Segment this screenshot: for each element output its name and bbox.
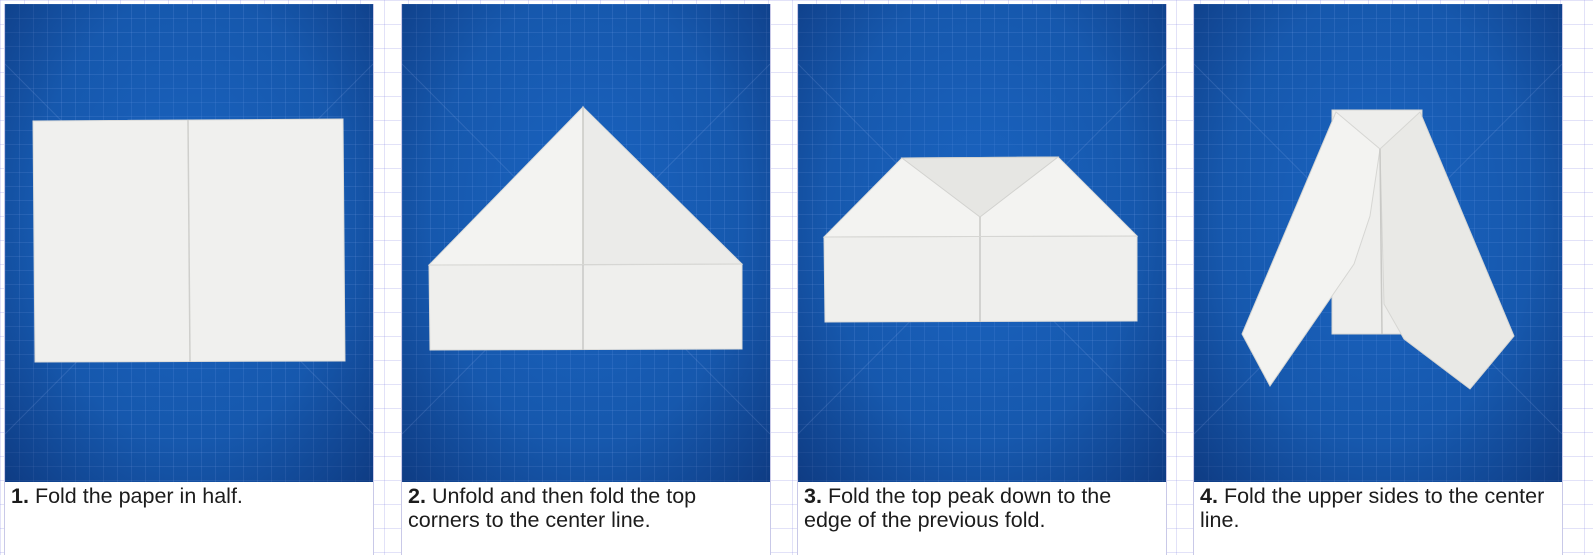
step-1: 1.Fold the paper in half. <box>4 4 374 555</box>
step-1-photo <box>5 4 373 482</box>
step-text: Fold the top peak down to the edge of th… <box>804 484 1112 532</box>
step-4-caption: 4.Fold the upper sides to the center lin… <box>1200 484 1556 532</box>
step-number: 2. <box>408 484 426 508</box>
step-text: Fold the upper sides to the center line. <box>1200 484 1545 532</box>
step-3-photo <box>798 4 1166 482</box>
step-1-caption: 1.Fold the paper in half. <box>11 484 367 508</box>
step-text: Fold the paper in half. <box>34 484 243 508</box>
step-number: 1. <box>11 484 29 508</box>
step-3-caption: 3.Fold the top peak down to the edge of … <box>804 484 1160 532</box>
step-number: 3. <box>804 484 822 508</box>
step-text: Unfold and then fold the top corners to … <box>408 484 697 532</box>
step-2-caption: 2.Unfold and then fold the top corners t… <box>408 484 764 532</box>
folded-paper-illustration <box>5 63 373 435</box>
step-4: 4.Fold the upper sides to the center lin… <box>1193 4 1563 555</box>
folded-paper-illustration <box>1194 63 1562 435</box>
step-number: 4. <box>1200 484 1218 508</box>
step-4-photo <box>1194 4 1562 482</box>
folded-paper-illustration <box>798 63 1166 435</box>
step-3: 3.Fold the top peak down to the edge of … <box>797 4 1167 555</box>
step-2: 2.Unfold and then fold the top corners t… <box>401 4 771 555</box>
step-2-photo <box>402 4 770 482</box>
folded-paper-illustration <box>402 63 770 435</box>
